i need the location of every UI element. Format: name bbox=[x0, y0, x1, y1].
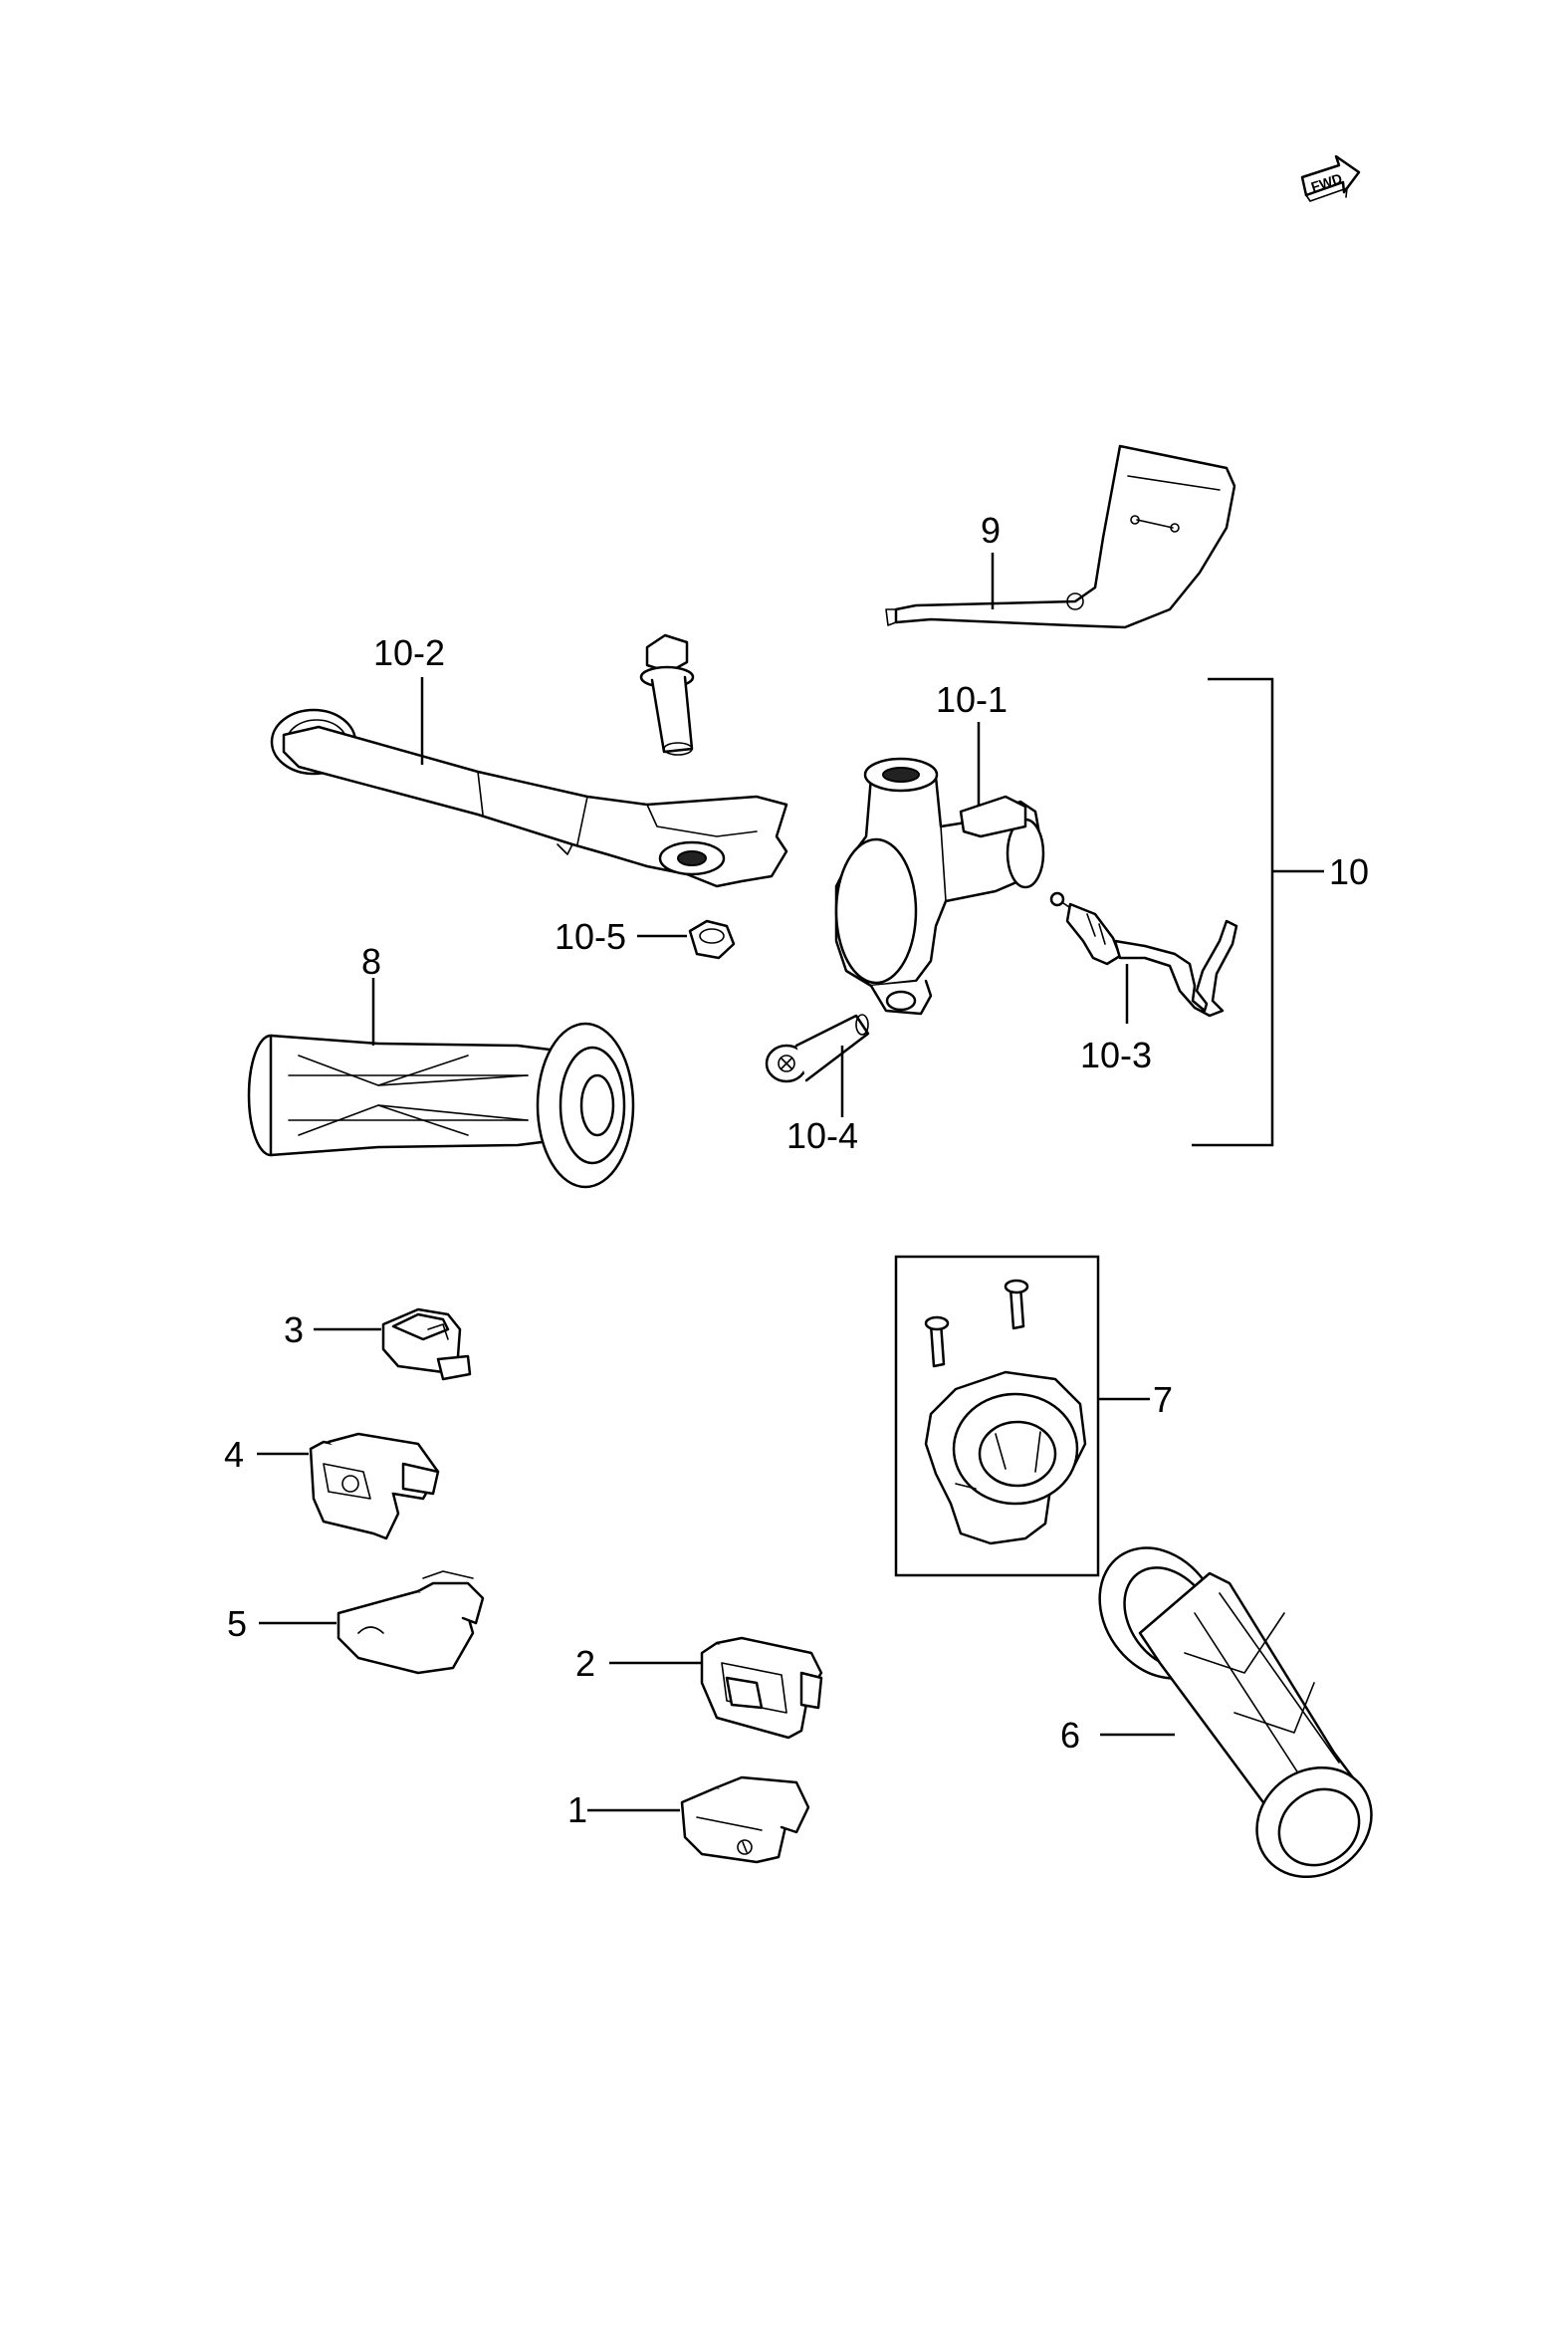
callout-10: 10 bbox=[1329, 851, 1369, 892]
part-10-2-brake-lever bbox=[270, 708, 788, 888]
callout-5: 5 bbox=[227, 1603, 247, 1644]
part-6-right-grip bbox=[1098, 1546, 1373, 1879]
part-5-horn-switch bbox=[336, 1570, 485, 1675]
part-7-box bbox=[894, 1255, 1100, 1577]
callout-10-3: 10-3 bbox=[1080, 1035, 1152, 1075]
callout-10-5: 10-5 bbox=[555, 916, 626, 957]
part-2-switch bbox=[700, 1636, 823, 1740]
callout-2: 2 bbox=[575, 1643, 595, 1684]
fwd-arrow-icon: FWD bbox=[1300, 154, 1361, 202]
callout-4: 4 bbox=[224, 1434, 244, 1475]
callout-1: 1 bbox=[567, 1789, 587, 1830]
callout-10-2: 10-2 bbox=[373, 632, 445, 673]
part-10-1-lever-bracket bbox=[834, 757, 1045, 1016]
callout-10-4: 10-4 bbox=[786, 1115, 858, 1156]
part-4-switch bbox=[309, 1432, 440, 1540]
pivot-bolt bbox=[639, 633, 695, 756]
callout-6: 6 bbox=[1060, 1715, 1080, 1756]
callout-7: 7 bbox=[1153, 1379, 1173, 1420]
part-7-throttle-housing bbox=[924, 1279, 1087, 1545]
part-10-3-brake-switch bbox=[1049, 891, 1238, 1018]
part-8-left-grip bbox=[247, 1022, 635, 1189]
part-3-switch bbox=[381, 1307, 472, 1381]
callout-3: 3 bbox=[284, 1309, 304, 1350]
part-1-switch bbox=[680, 1775, 810, 1864]
part-9-lever-guard bbox=[885, 444, 1236, 629]
callout-9: 9 bbox=[981, 510, 1001, 551]
callout-10-1: 10-1 bbox=[936, 679, 1008, 720]
part-10-5-nut bbox=[688, 919, 736, 960]
callout-8: 8 bbox=[361, 941, 381, 982]
part-10-4-bolt bbox=[765, 1014, 870, 1083]
